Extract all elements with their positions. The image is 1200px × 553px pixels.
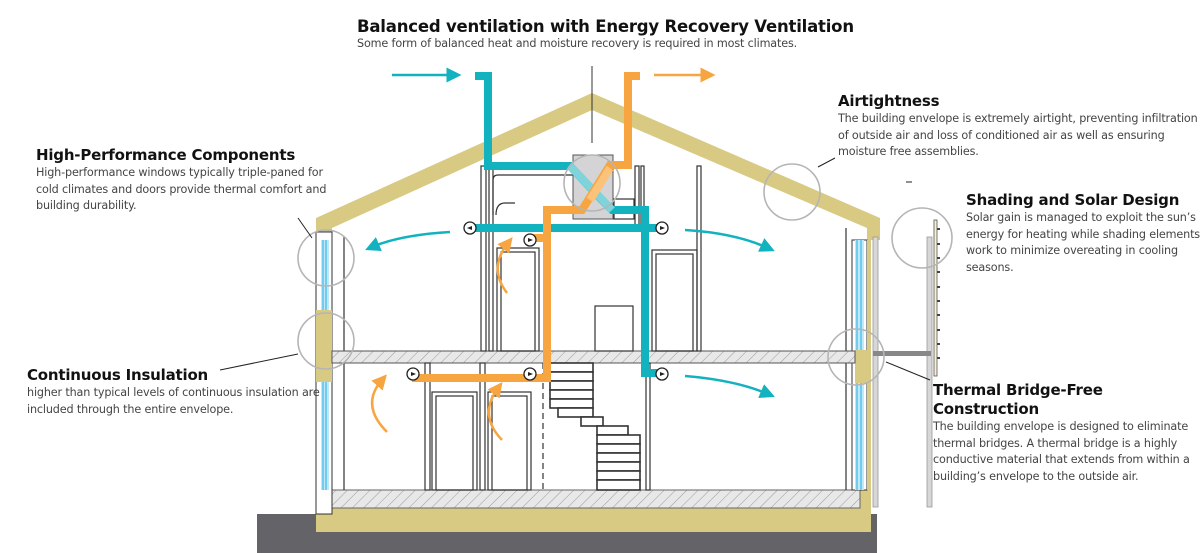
louvre-fins: [937, 228, 940, 359]
shading-post-left: [872, 236, 879, 508]
callout-components: High-Performance Components High-perform…: [36, 146, 346, 215]
callout-insulation: Continuous Insulation higher than typica…: [27, 366, 327, 418]
intermediate-floor: [331, 350, 856, 364]
callout-components-title: High-Performance Components: [36, 146, 296, 164]
callout-thermal-bridge: Thermal Bridge-Free Construction The bui…: [933, 381, 1200, 485]
staircase: [549, 362, 641, 491]
erv-crossflow-exhaust: [586, 165, 614, 203]
callout-thermal-bridge-body: The building envelope is designed to eli…: [933, 420, 1190, 483]
supply-arrow-lower-right: [684, 374, 775, 398]
left-window-lower: [321, 382, 329, 490]
highlight-window: [297, 229, 355, 287]
ground-floor-slab: [331, 489, 861, 509]
callout-thermal-bridge-title: Thermal Bridge-Free Construction: [933, 381, 1103, 418]
solar-shade-louvres: [933, 219, 938, 377]
return-arrow-lower-mid: [487, 381, 503, 441]
callout-erv-body: Some form of balanced heat and moisture …: [357, 37, 798, 50]
callout-airtightness-body: The building envelope is extremely airti…: [838, 112, 1198, 158]
callout-shading: Shading and Solar Design Solar gain is m…: [966, 191, 1200, 276]
highlight-airtightness: [763, 163, 821, 221]
shading-post-right: [926, 236, 933, 508]
highlight-circles: [297, 154, 953, 386]
left-window-upper: [321, 240, 329, 310]
return-arrow-upper: [496, 237, 513, 294]
callout-components-body: High-performance windows typically tripl…: [36, 166, 327, 212]
callout-erv-title: Balanced ventilation with Energy Recover…: [357, 17, 854, 36]
balcony-bracket: [873, 351, 931, 356]
supply-arrow-upper-right: [684, 228, 775, 252]
highlight-thermal-bridge: [827, 328, 885, 386]
leader-lines: [219, 157, 931, 381]
highlight-insulation: [297, 312, 355, 370]
callout-airtightness-title: Airtightness: [838, 92, 940, 110]
callout-airtightness: Airtightness The building envelope is ex…: [838, 92, 1198, 161]
highlight-shading: [891, 207, 953, 269]
callout-insulation-title: Continuous Insulation: [27, 366, 209, 384]
callout-shading-body: Solar gain is managed to exploit the sun…: [966, 211, 1200, 274]
highlight-erv: [563, 154, 621, 212]
callout-erv: Balanced ventilation with Energy Recover…: [357, 17, 854, 53]
left-wall-insulation-block: [316, 310, 332, 382]
callout-insulation-body: higher than typical levels of continuous…: [27, 386, 320, 416]
callout-shading-title: Shading and Solar Design: [966, 191, 1180, 209]
return-arrow-lower-left: [370, 374, 388, 433]
supply-arrow-upper-left: [365, 230, 451, 251]
interior-upper: [480, 165, 702, 352]
